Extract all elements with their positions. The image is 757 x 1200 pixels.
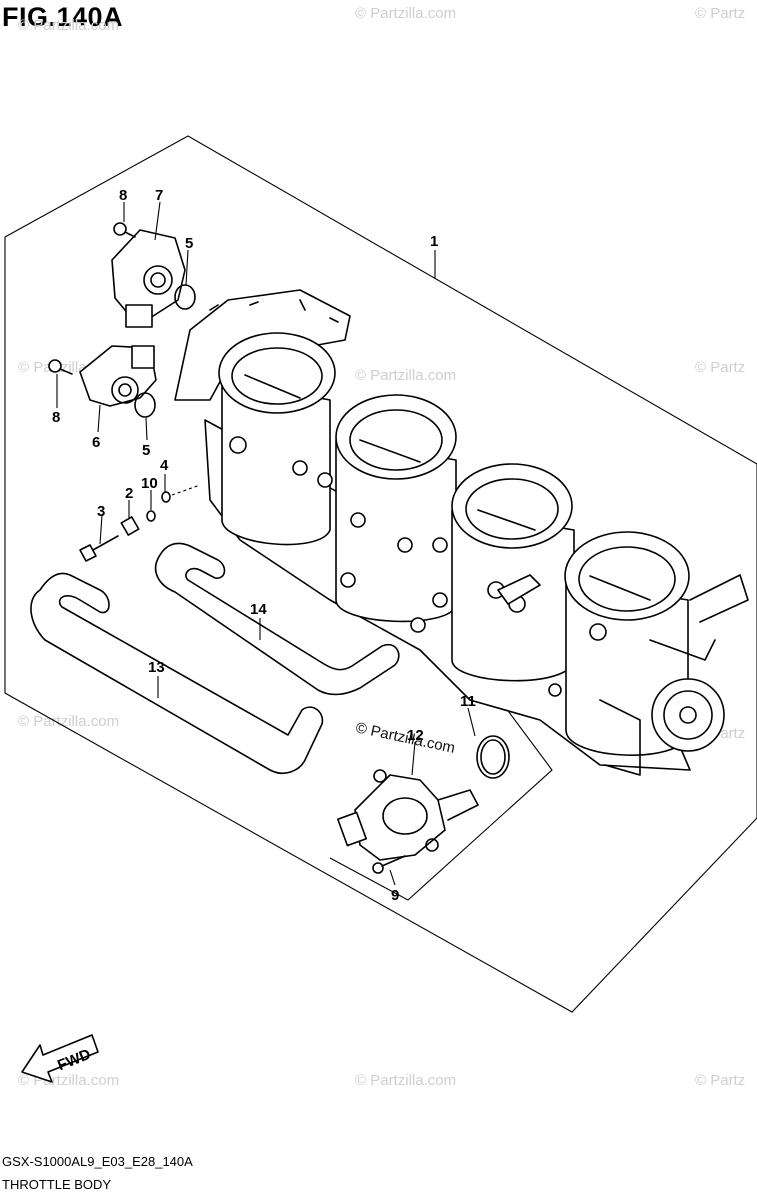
watermark: © Partzilla.com [18,17,119,34]
washer-10 [146,510,156,522]
bolt-8-lower [48,359,73,375]
callout-5-upper: 5 [185,235,193,252]
sensor-6 [79,345,157,407]
idle-valve-12 [337,769,479,861]
watermark: © Partz [695,1072,745,1089]
callout-5-lower: 5 [142,442,150,459]
o-ring-11 [476,735,510,779]
o-ring-5-lower [134,392,156,418]
callout-3: 3 [97,503,105,520]
bolt-8-upper [113,222,136,238]
callout-11: 11 [460,693,476,710]
watermark: © Partz [695,5,745,22]
watermark: © Partzilla.com [355,5,456,22]
callout-10: 10 [141,475,158,492]
callout-9: 9 [391,887,399,904]
callout-6: 6 [92,434,100,451]
watermark: © Partzilla.com [355,1072,456,1089]
watermark-group: © Partzilla.com © Partzilla.com © Partz … [18,5,745,1089]
callout-2: 2 [125,485,133,502]
o-ring-4 [161,491,171,503]
callout-4: 4 [160,457,169,474]
spring-2 [120,516,140,536]
callout-8-upper: 8 [119,187,127,204]
callout-12: 12 [407,727,424,744]
screw-3 [79,535,119,562]
hose-13 [30,572,324,775]
leader-lines [56,201,476,886]
sensor-7 [111,229,186,328]
watermark: © Partzilla.com [355,367,456,384]
o-ring-5-upper [174,284,196,310]
hose-14 [154,542,400,696]
watermark: © Partz [695,359,745,376]
leader-dashed [171,484,201,496]
callout-numbers: 1 2 3 4 5 5 6 7 8 8 9 10 11 12 13 14 [52,187,476,904]
sub-assembly-bracket [329,699,553,901]
callout-8-lower: 8 [52,409,60,426]
model-code: GSX-S1000AL9_E03_E28_140A [2,1154,193,1169]
callout-14: 14 [250,601,267,618]
callout-1: 1 [430,233,438,250]
assembly-outline [4,135,757,1013]
screw-9 [372,855,406,874]
figure-title: FIG.140A [2,2,124,32]
callout-13: 13 [148,659,165,676]
callout-7: 7 [155,187,163,204]
throttle-body-1 [174,289,749,776]
section-name: THROTTLE BODY [2,1177,112,1192]
watermark: © Partzilla.com [18,713,119,730]
watermark: © Partzilla.com [354,719,456,757]
